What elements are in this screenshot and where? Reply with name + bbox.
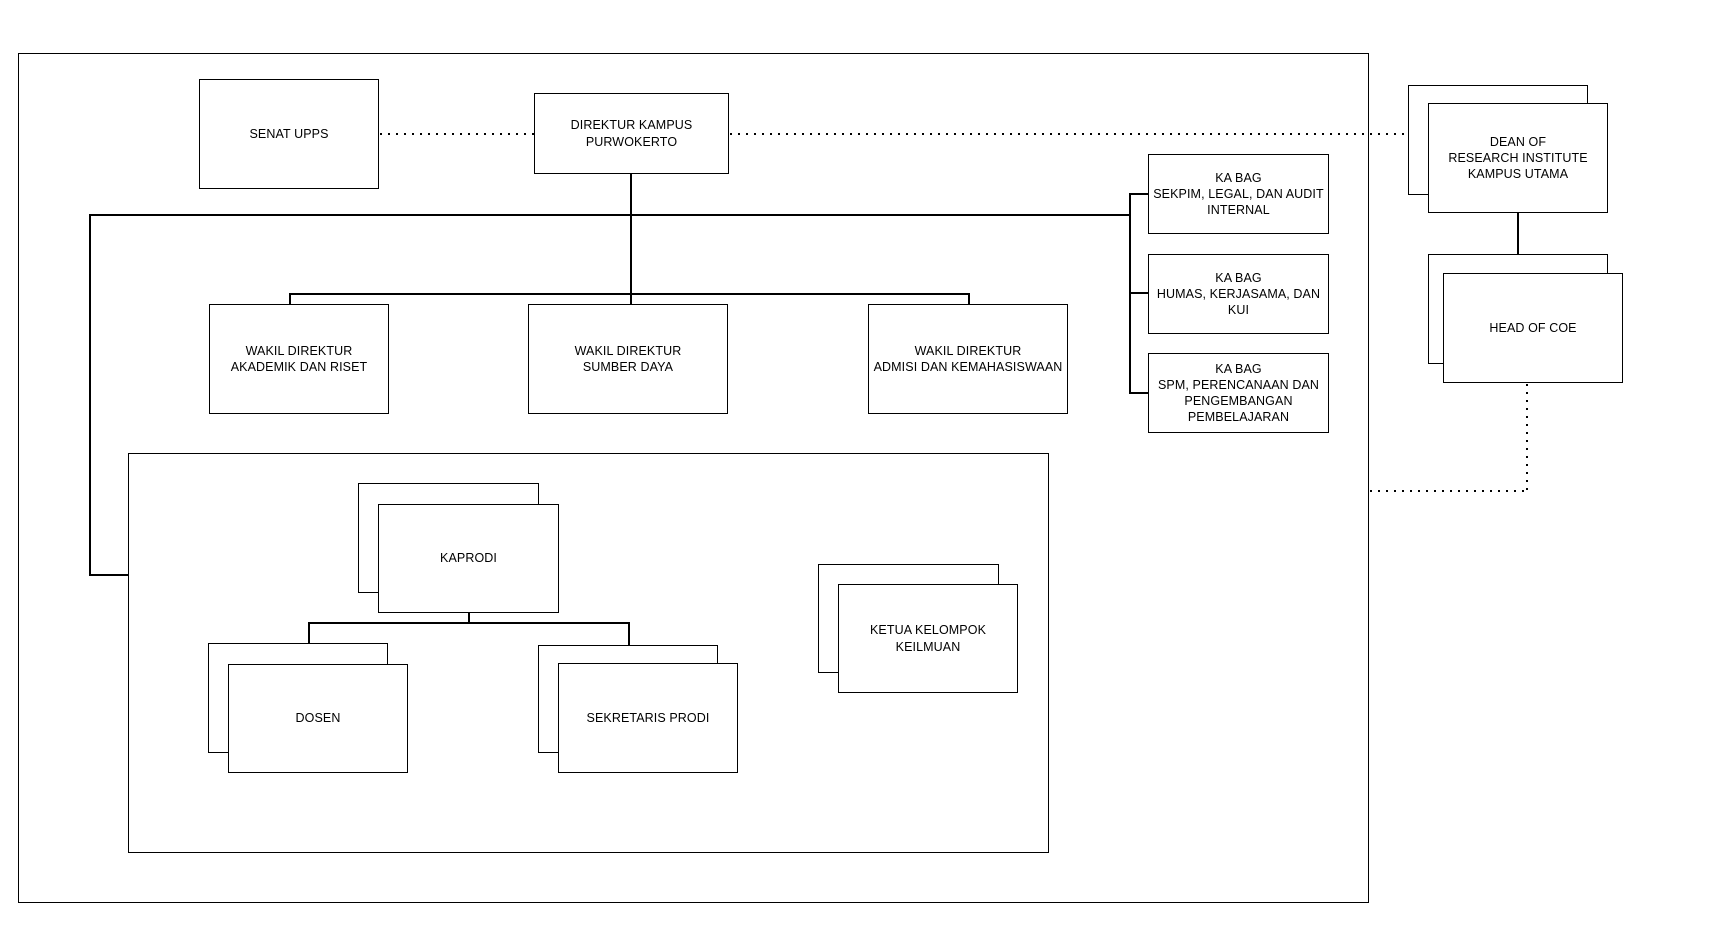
node-head-of-coe[interactable]: HEAD OF COE: [1443, 273, 1623, 383]
node-ketua-kelompok-keilmuan[interactable]: KETUA KELOMPOK KEILMUAN: [838, 584, 1018, 693]
node-direktur-kampus-purwokerto[interactable]: DIREKTUR KAMPUS PURWOKERTO: [534, 93, 729, 174]
node-label: SENAT UPPS: [249, 126, 329, 141]
node-kabag-humas-kerjasama-kui[interactable]: KA BAG HUMAS, KERJASAMA, DAN KUI: [1148, 254, 1329, 334]
node-label: KA BAG SPM, PERENCANAAN DAN PENGEMBANGAN…: [1157, 361, 1320, 425]
node-label: DEAN OF RESEARCH INSTITUTE KAMPUS UTAMA: [1448, 134, 1588, 182]
edge-headcoe-dotted-horizontal: [1370, 490, 1528, 492]
edge-kabag-sekpim-stub: [1129, 193, 1148, 195]
edge-kaprodi-distribution: [308, 622, 629, 624]
node-label: DIREKTUR KAMPUS PURWOKERTO: [570, 118, 693, 149]
node-senat-upps[interactable]: SENAT UPPS: [199, 79, 379, 189]
edge-wakil-admisi-stub: [968, 293, 970, 304]
edge-left-bracket-vertical: [89, 214, 91, 575]
node-label: HEAD OF COE: [1489, 320, 1577, 335]
edge-senat-direktur-dotted: [380, 133, 534, 135]
edge-sekretaris-stub: [628, 622, 630, 645]
prodi-group-frame: [128, 453, 1049, 853]
node-kabag-spm-perencanaan[interactable]: KA BAG SPM, PERENCANAAN DAN PENGEMBANGAN…: [1148, 353, 1329, 433]
edge-main-horizontal: [89, 214, 1130, 216]
node-label: KETUA KELOMPOK KEILMUAN: [869, 623, 987, 654]
node-kaprodi[interactable]: KAPRODI: [378, 504, 559, 613]
node-dosen[interactable]: DOSEN: [228, 664, 408, 773]
edge-headcoe-dotted-vertical: [1526, 384, 1528, 492]
edge-left-bracket-stub: [89, 574, 128, 576]
edge-kabag-humas-stub: [1129, 292, 1148, 294]
node-wakil-direktur-sumber-daya[interactable]: WAKIL DIREKTUR SUMBER DAYA: [528, 304, 728, 414]
outer-group-frame: [18, 53, 1369, 903]
node-label: KA BAG SEKPIM, LEGAL, DAN AUDIT INTERNAL: [1153, 170, 1324, 218]
edge-direktur-down: [630, 174, 632, 304]
node-sekretaris-prodi[interactable]: SEKRETARIS PRODI: [558, 663, 738, 773]
edge-dean-headcoe: [1517, 213, 1519, 254]
node-label: KAPRODI: [440, 551, 497, 566]
node-kabag-sekpim-legal-audit[interactable]: KA BAG SEKPIM, LEGAL, DAN AUDIT INTERNAL: [1148, 154, 1329, 234]
node-wakil-direktur-akademik-riset[interactable]: WAKIL DIREKTUR AKADEMIK DAN RISET: [209, 304, 389, 414]
edge-dosen-stub: [308, 622, 310, 643]
edge-kaprodi-stem: [468, 613, 470, 623]
edge-wakil-akademik-stub: [289, 293, 291, 304]
node-wakil-direktur-admisi-kemahasiswaan[interactable]: WAKIL DIREKTUR ADMISI DAN KEMAHASISWAAN: [868, 304, 1068, 414]
edge-kabag-spm-stub: [1129, 392, 1148, 394]
node-dean-research-institute[interactable]: DEAN OF RESEARCH INSTITUTE KAMPUS UTAMA: [1428, 103, 1608, 213]
node-label: WAKIL DIREKTUR ADMISI DAN KEMAHASISWAAN: [873, 343, 1063, 374]
node-label: WAKIL DIREKTUR AKADEMIK DAN RISET: [230, 343, 368, 374]
node-label: KA BAG HUMAS, KERJASAMA, DAN KUI: [1156, 270, 1321, 318]
node-label: DOSEN: [295, 711, 341, 726]
edge-direktur-dean-dotted: [730, 133, 1408, 135]
node-label: SEKRETARIS PRODI: [586, 710, 710, 725]
node-label: WAKIL DIREKTUR SUMBER DAYA: [574, 343, 682, 374]
edge-wakil-distribution: [289, 293, 968, 295]
